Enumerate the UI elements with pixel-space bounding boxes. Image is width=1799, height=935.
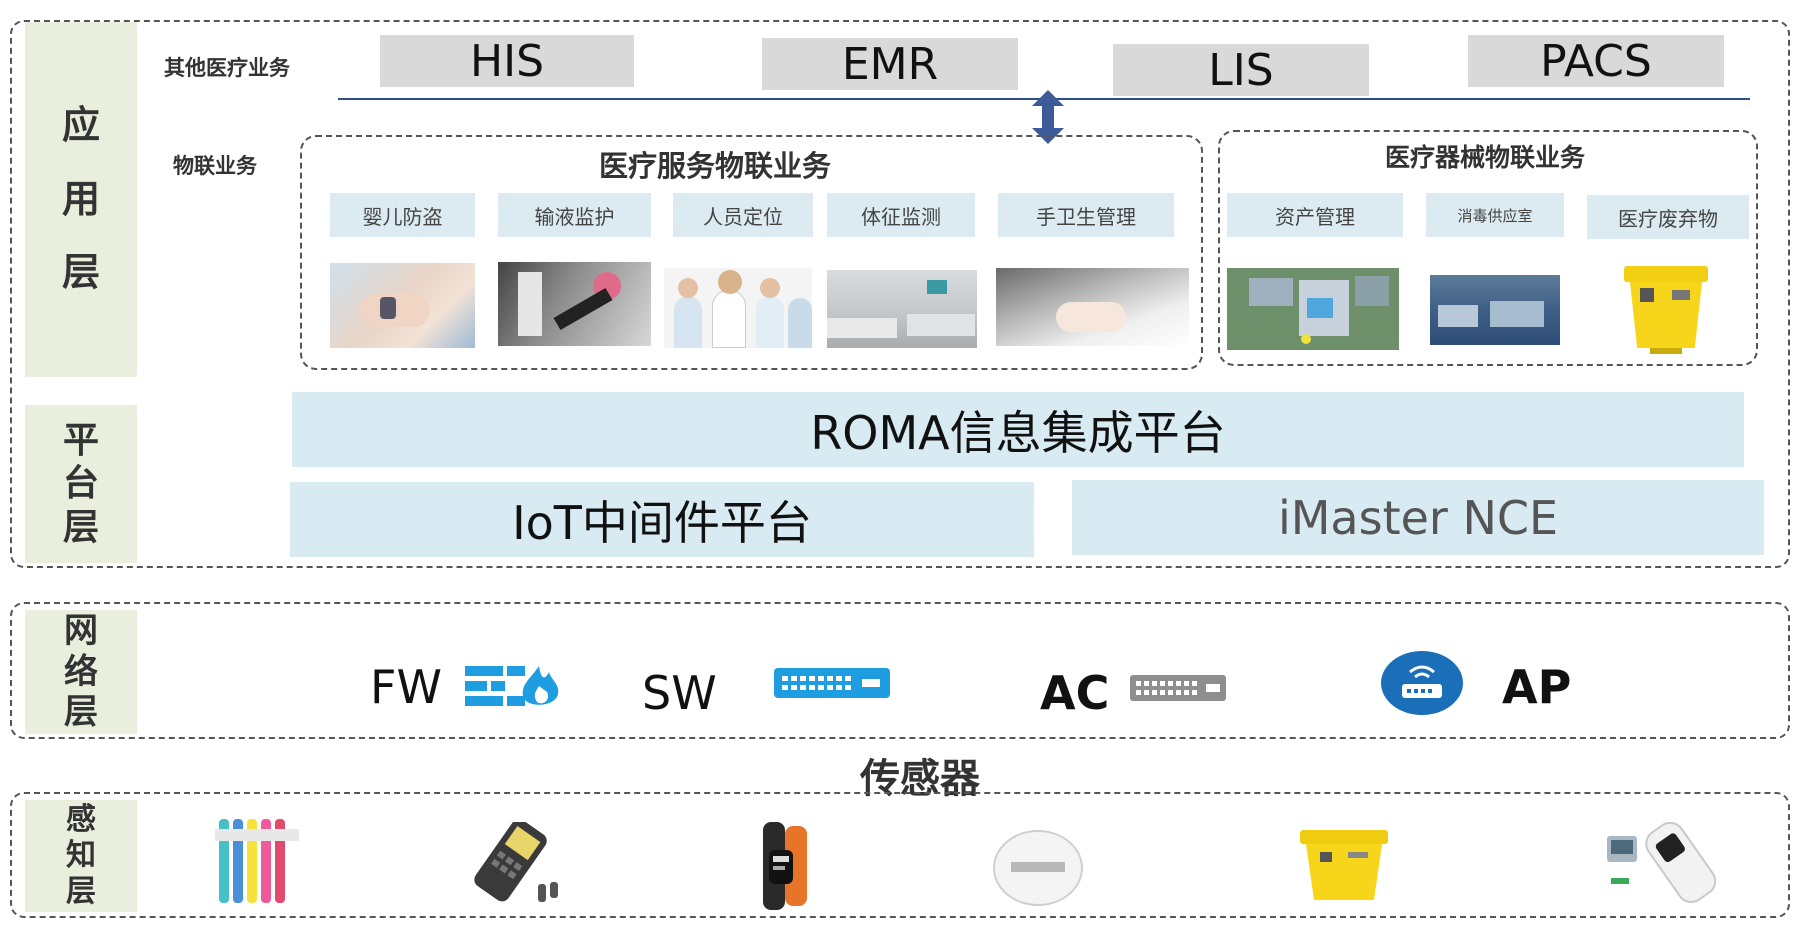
sterilization-photo — [1430, 275, 1560, 345]
double-arrow-icon — [1032, 90, 1064, 144]
controller-icon — [1130, 675, 1226, 701]
tag-asset-management: 资产管理 — [1227, 193, 1403, 237]
tag-medical-waste: 医疗废弃物 — [1587, 195, 1749, 239]
network-layer-tag: 网 络 层 — [25, 610, 137, 734]
wristband-tags-icon — [215, 819, 299, 903]
layer-char: 应 — [61, 103, 100, 148]
handheld-scanner-icon — [474, 822, 558, 902]
layer-char: 络 — [64, 651, 98, 692]
switch-icon — [774, 668, 890, 698]
access-point-icon — [1381, 651, 1463, 715]
other-medical-label: 其他医疗业务 — [164, 56, 290, 80]
system-lis: LIS — [1113, 44, 1369, 96]
app-platform-frame — [10, 20, 1790, 568]
layer-char: 层 — [62, 506, 99, 548]
ac-label: AC — [1040, 666, 1110, 720]
system-emr: EMR — [762, 38, 1018, 90]
device-iot-group — [1218, 130, 1758, 366]
service-iot-group — [300, 135, 1203, 370]
waste-bin-photo — [1620, 262, 1712, 356]
firewall-icon — [465, 666, 559, 706]
ap-label: AP — [1502, 660, 1572, 714]
sensor-title: 传感器 — [860, 756, 980, 802]
waste-bin-sensor-icon — [1300, 830, 1388, 900]
system-pacs: PACS — [1468, 35, 1724, 87]
service-group-title: 医疗服务物联业务 — [598, 149, 831, 183]
iot-business-label: 物联业务 — [173, 154, 257, 178]
perception-layer-tag: 感 知 层 — [25, 800, 137, 912]
layer-char: 用 — [61, 176, 100, 221]
ward-photo — [827, 270, 977, 348]
tag-infusion-monitoring: 输液监护 — [498, 193, 651, 237]
fw-label: FW — [370, 660, 442, 714]
tag-hand-hygiene: 手卫生管理 — [998, 193, 1174, 237]
smart-band-icon — [763, 822, 807, 910]
tag-infant-antitheft: 婴儿防盗 — [330, 193, 475, 237]
tag-staff-location: 人员定位 — [673, 193, 813, 237]
layer-char: 层 — [61, 250, 100, 295]
handwash-photo — [996, 268, 1189, 346]
asset-map-photo — [1227, 268, 1399, 350]
roma-platform: ROMA信息集成平台 — [292, 392, 1744, 467]
tag-vital-signs: 体征监测 — [827, 193, 975, 237]
layer-char: 知 — [66, 838, 96, 873]
network-frame — [10, 602, 1790, 739]
layer-char: 平 — [62, 420, 99, 462]
infusion-monitor-icon — [1607, 821, 1717, 904]
layer-char: 感 — [66, 802, 96, 837]
device-group-title: 医疗器械物联业务 — [1384, 143, 1585, 172]
layer-char: 台 — [62, 463, 99, 505]
application-layer-tag: 应 用 层 — [25, 22, 137, 377]
perception-frame — [10, 792, 1790, 918]
layer-char: 网 — [64, 610, 98, 651]
infant-photo — [330, 263, 475, 348]
layer-char: 层 — [66, 874, 96, 909]
platform-layer-tag: 平 台 层 — [25, 405, 137, 563]
sw-label: SW — [642, 666, 717, 720]
infusion-photo — [498, 262, 651, 346]
system-his: HIS — [380, 35, 634, 87]
layer-char: 层 — [64, 692, 98, 733]
round-tag-icon — [993, 830, 1083, 906]
iot-middleware-platform: IoT中间件平台 — [290, 482, 1034, 557]
imaster-nce-platform: iMaster NCE — [1072, 480, 1764, 555]
tag-sterilization-room: 消毒供应室 — [1426, 193, 1564, 237]
staff-photo — [664, 268, 812, 348]
